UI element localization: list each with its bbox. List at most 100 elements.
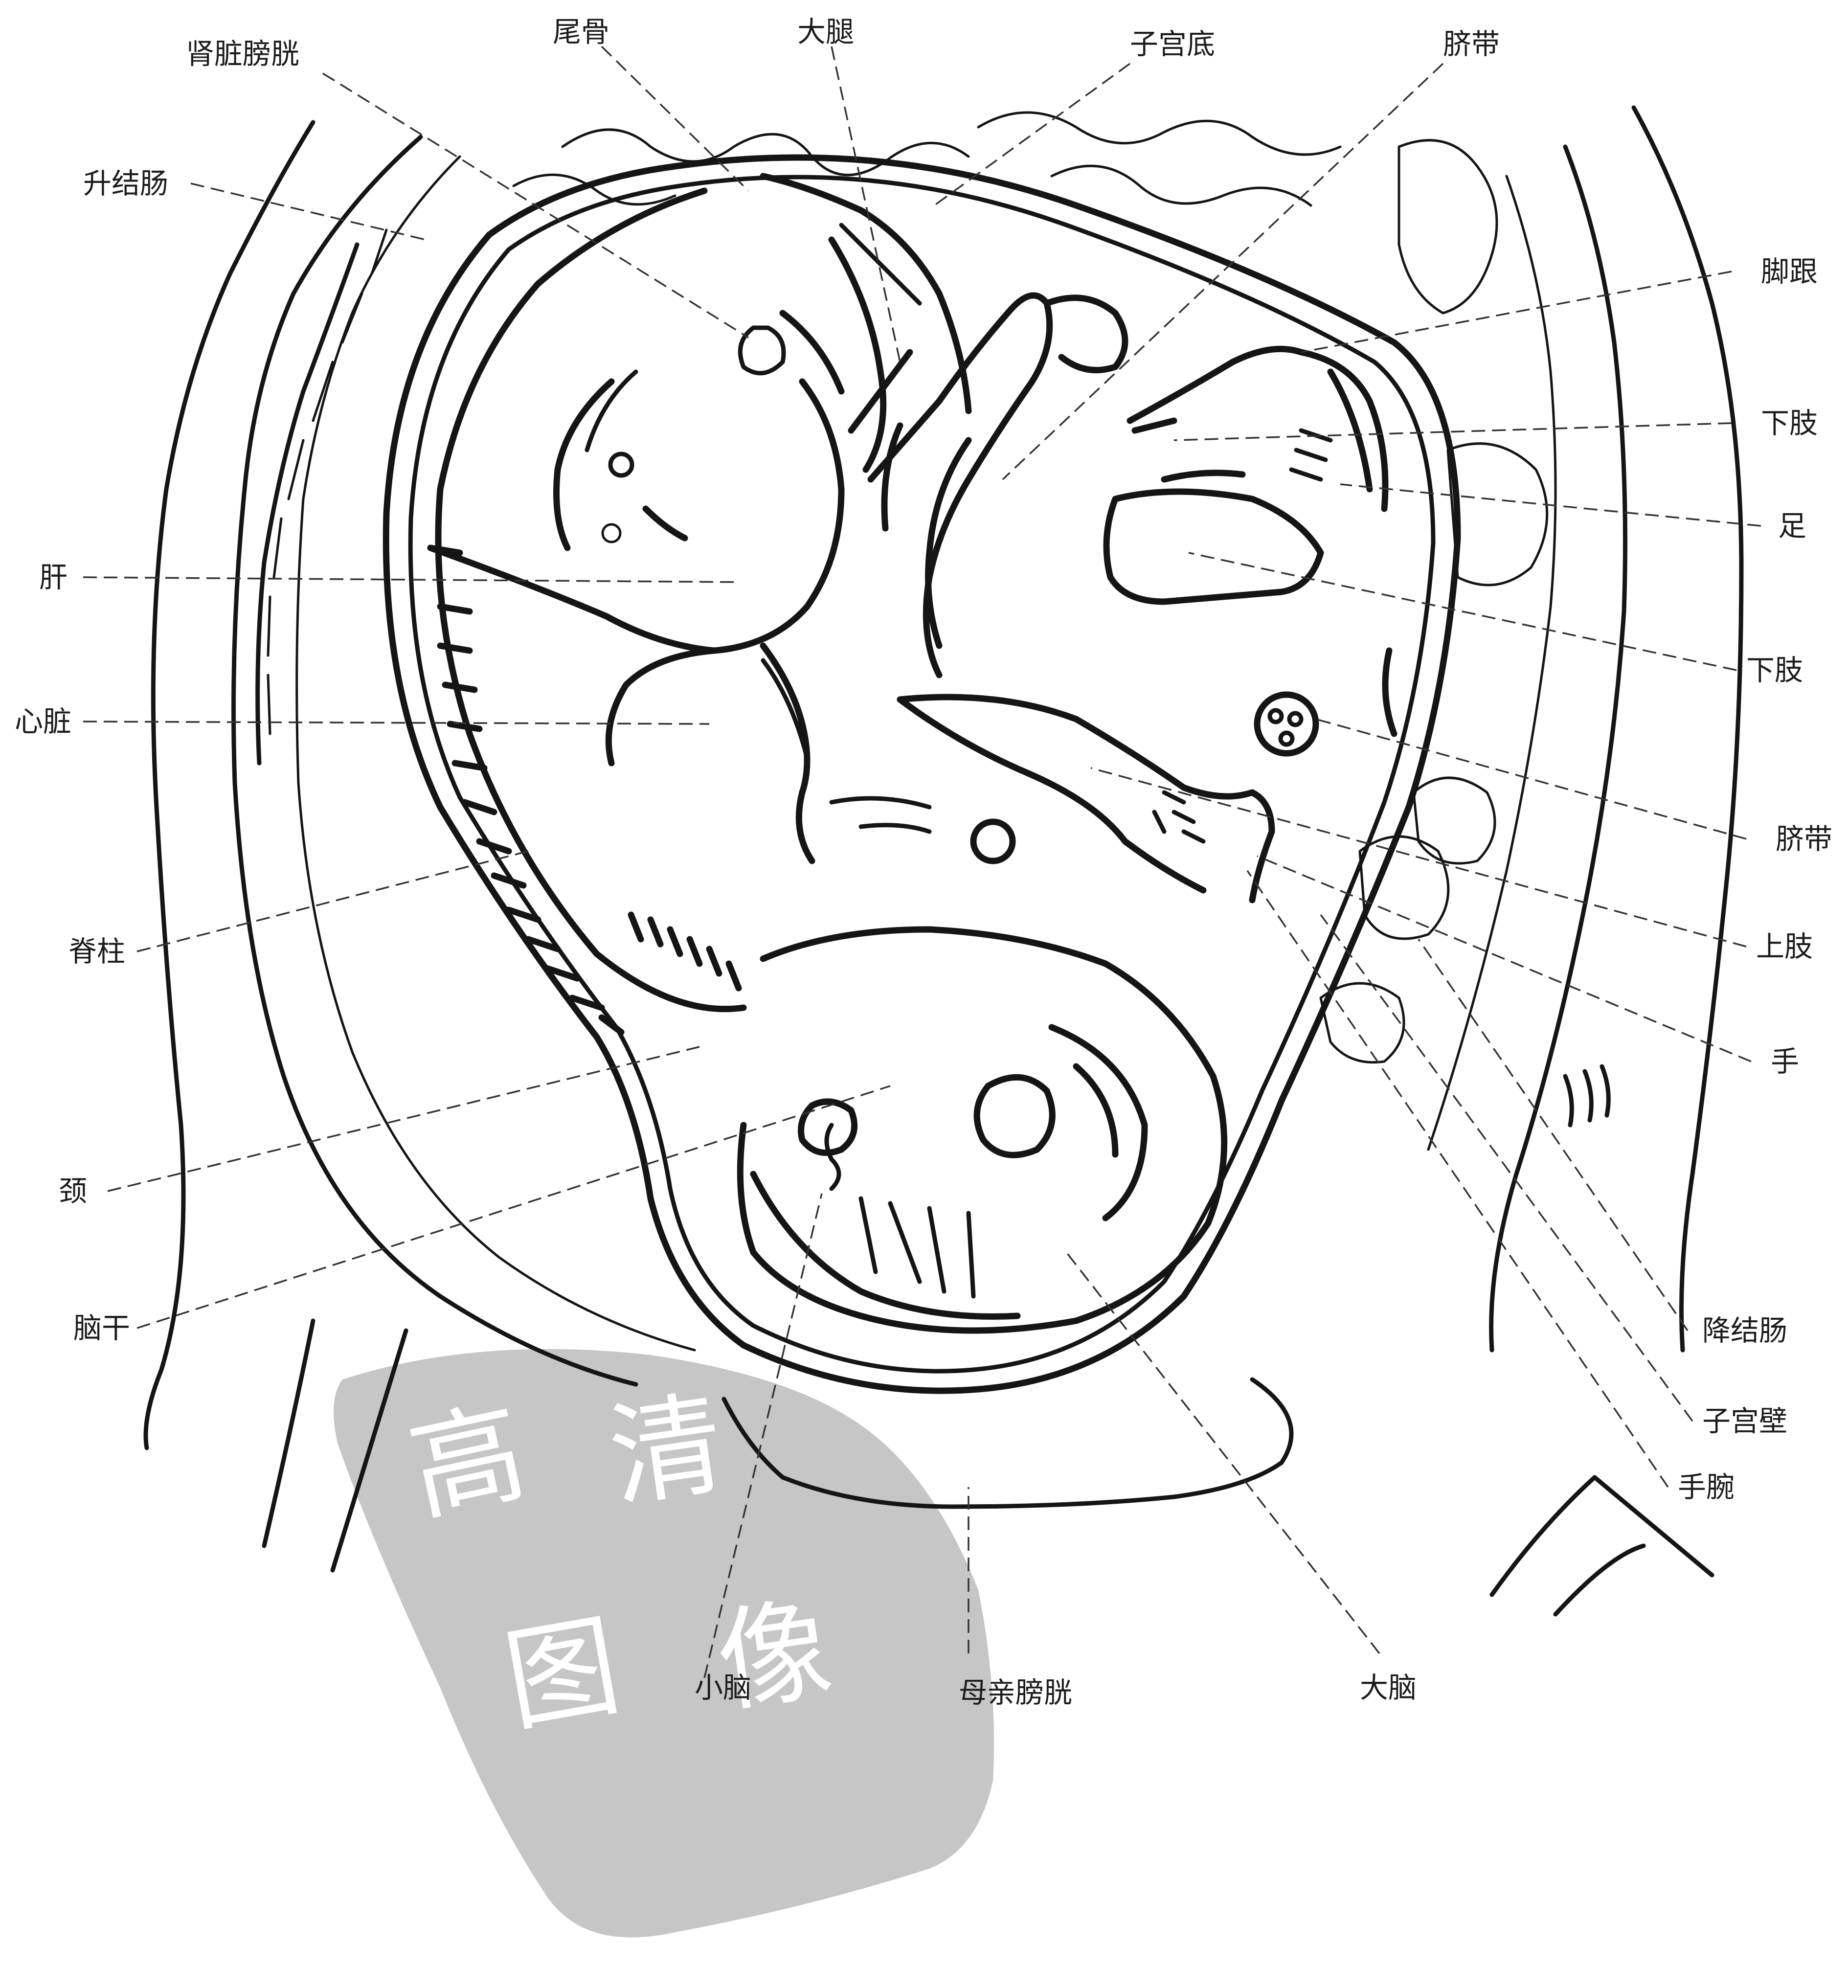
colon-left-wall	[258, 245, 357, 763]
face-line-1	[832, 798, 929, 807]
label-neck: 颈	[59, 1175, 87, 1208]
colon-blob-2	[1448, 444, 1547, 585]
ear	[973, 822, 1013, 861]
fetus-back-outline	[438, 191, 744, 1009]
upper-limb-outline	[900, 697, 1272, 900]
right-outer-body-line	[1634, 108, 1741, 1350]
thigh-outline	[832, 240, 883, 470]
intestine-squiggle-1	[563, 130, 969, 175]
umbilical-vessel-3	[1281, 733, 1292, 745]
umbilical-vessel-2	[1289, 713, 1301, 725]
label-uterine-wall: 子宫壁	[1702, 1404, 1787, 1438]
label-wrist: 手腕	[1678, 1470, 1735, 1504]
leader-kidney-bladder	[323, 73, 748, 338]
lower-limb-toe	[1135, 421, 1174, 430]
brainstem-shape	[827, 1125, 839, 1189]
lower-limb-2-line	[1385, 651, 1394, 734]
leader-descending-colon	[1419, 939, 1688, 1331]
leader-wrist	[1247, 871, 1668, 1487]
leader-uterine-wall	[1321, 915, 1692, 1421]
leader-lower-limb-2	[1189, 553, 1736, 670]
label-maternal-bladder: 母亲膀胱	[959, 1676, 1072, 1709]
thigh-crease	[783, 313, 841, 391]
spine-ribs	[430, 548, 739, 1032]
watermark-glyph-4: 像	[709, 1584, 839, 1729]
label-coccyx: 尾骨	[553, 15, 609, 48]
chest-line	[799, 792, 812, 861]
fetus	[430, 176, 969, 1032]
label-foot: 足	[1778, 509, 1806, 542]
uterine-wall-outer	[386, 158, 1458, 1391]
leader-upper-limb	[1091, 768, 1746, 947]
leader-hand	[1257, 856, 1751, 1062]
label-ascending-colon: 升结肠	[83, 167, 168, 200]
watermark-seal: 高 清 图 像	[334, 1349, 994, 1938]
leader-spine	[137, 851, 528, 951]
leader-uterine-fundus	[934, 64, 1130, 205]
arm-line	[928, 440, 969, 646]
colon-segments	[268, 230, 386, 734]
label-upper-limb: 上肢	[1756, 930, 1813, 963]
fetus-thigh-line	[841, 225, 920, 303]
label-umbilical-cord-top: 脐带	[1443, 27, 1500, 61]
label-spine: 脊柱	[68, 935, 125, 968]
right-side-fibres	[1565, 1066, 1608, 1125]
watermark-glyph-2: 清	[602, 1378, 731, 1523]
cerebrum-gyrus-2	[1076, 1066, 1115, 1154]
leader-neck	[108, 1047, 699, 1191]
umbilical-cord-drawing	[851, 295, 1316, 753]
right-inner-body-line-2	[1428, 176, 1555, 1150]
label-descending-colon: 降结肠	[1702, 1314, 1787, 1347]
label-lower-limb-2: 下肢	[1746, 654, 1803, 687]
leader-lower-limb-1	[1174, 423, 1732, 440]
foot-outline	[1106, 492, 1321, 602]
intestine-squiggle-2	[978, 113, 1340, 155]
vertebrae	[430, 548, 739, 1032]
label-liver: 肝	[39, 561, 68, 594]
label-cerebrum: 大脑	[1360, 1671, 1417, 1704]
uterus	[386, 158, 1458, 1391]
right-inner-body-line	[1491, 147, 1625, 1350]
umbilical-vessel-1	[1270, 710, 1282, 722]
brain-ventricle	[977, 1077, 1052, 1155]
fetal-navel	[610, 454, 632, 475]
label-lower-limb-1: 下肢	[1761, 407, 1818, 440]
leader-brainstem	[137, 1086, 890, 1328]
heart-outline-left	[608, 651, 714, 763]
genital-detail	[740, 328, 784, 373]
fetus-buttock	[763, 176, 969, 411]
label-kidney-bladder: 肾脏膀胱	[186, 37, 299, 70]
leader-heel	[1301, 271, 1732, 352]
colon-blob-1	[1399, 140, 1497, 313]
label-umbilical-cord-right: 脐带	[1776, 822, 1832, 856]
leader-foot	[1340, 484, 1761, 526]
cerebrum-gyrus-1	[1052, 1027, 1145, 1218]
label-cerebellum: 小脑	[695, 1671, 751, 1704]
fetal-navel-2	[603, 524, 620, 542]
upper-limb-lower-edge	[900, 700, 1203, 890]
leader-heart	[83, 722, 709, 724]
label-heel: 脚跟	[1761, 255, 1818, 288]
right-side-marks	[1565, 1066, 1608, 1125]
foot-line-1	[1164, 473, 1242, 479]
skull-base-curve	[753, 1174, 1017, 1316]
label-thigh: 大腿	[797, 15, 854, 48]
label-hand: 手	[1771, 1045, 1799, 1078]
fetal-head	[740, 798, 1224, 1331]
toe-marks	[1291, 430, 1330, 479]
hand-dots	[1154, 792, 1203, 841]
label-uterine-fundus: 子宫底	[1130, 27, 1215, 61]
lower-limbs-drawing	[1106, 349, 1394, 734]
umbilical-cord-curl	[1047, 298, 1125, 370]
intestine-squiggle-3	[1052, 166, 1311, 205]
uterine-wall-inner	[410, 177, 1433, 1371]
leader-ascending-colon	[191, 183, 426, 240]
descending-colon	[1321, 140, 1547, 1062]
label-brainstem: 脑干	[73, 1311, 130, 1345]
colon-blob-3	[1414, 778, 1495, 863]
liver-detail	[646, 509, 685, 538]
arm-line-2	[884, 426, 900, 528]
face-line-2	[861, 825, 929, 832]
leader-cerebrum	[1066, 1252, 1379, 1653]
